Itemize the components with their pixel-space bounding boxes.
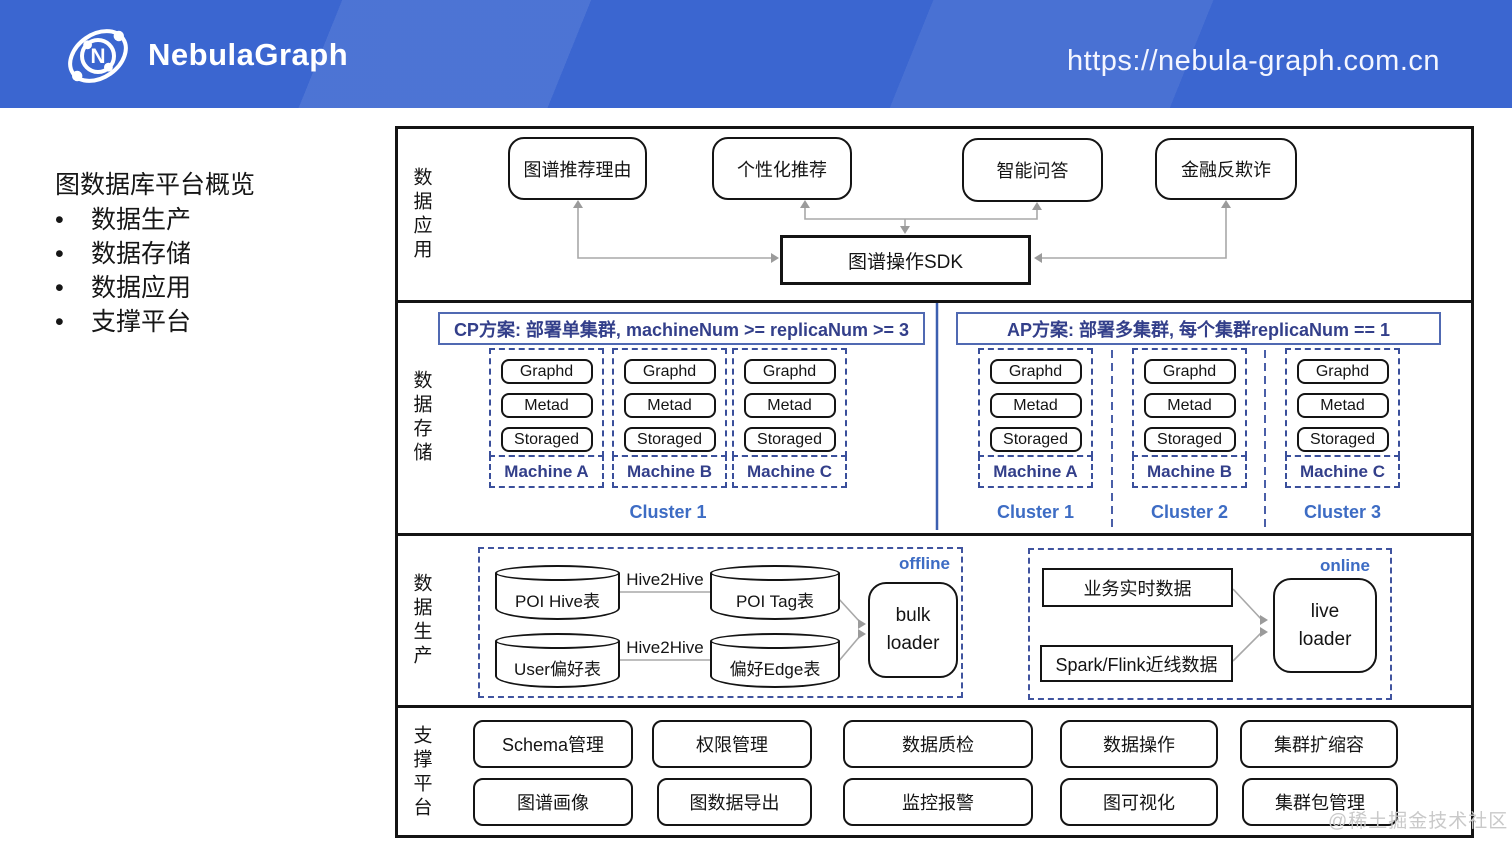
graphd-service: Graphd [743,359,836,384]
graph-operation-sdk-box: 图谱操作SDK [780,235,1031,285]
ap-machine-a: Graphd Metad Storaged Machine A [978,348,1093,489]
cp-scheme-title: CP方案: 部署单集群, machineNum >= replicaNum >=… [438,312,925,345]
poi-hive-table-cylinder: POI Hive表 [495,565,620,620]
section-divider [395,300,1474,303]
cylinder-label: User偏好表 [514,660,601,679]
offline-zone [478,547,963,698]
site-url: https://nebula-graph.com.cn [1067,45,1440,77]
hive2hive-label: Hive2Hive [626,638,704,657]
graphd-service: Graphd [989,359,1082,384]
ap-cluster-2-label: Cluster 2 [1150,501,1229,522]
storaged-service: Storaged [743,427,836,452]
service-stack: Graphd Metad Storaged [1132,348,1247,457]
list-item: 数据存储 [55,234,191,268]
storaged-service: Storaged [1296,427,1389,452]
app-box-smart-qa: 智能问答 [962,138,1103,202]
header-banner: N NebulaGraph https://nebula-graph.com.c… [0,0,1512,108]
storaged-service: Storaged [1143,427,1236,452]
section-divider [395,705,1474,708]
bulk-loader-box: bulk loader [868,582,958,678]
hive2hive-label: Hive2Hive [626,570,704,589]
platform-box-cluster-package-management: 集群包管理 [1242,778,1398,826]
platform-box-cluster-scaling: 集群扩缩容 [1240,720,1398,768]
section-label-support-platform: 支撑平台 [410,725,432,821]
page-title: 图数据库平台概览 [55,171,256,199]
offline-tag: offline [899,554,950,573]
section-label-data-production: 数据生产 [410,572,432,669]
graphd-service: Graphd [500,359,593,384]
cylinder-label: POI Hive表 [514,592,601,611]
diagram-frame [395,126,1474,838]
metad-service: Metad [623,393,716,418]
online-zone [1028,548,1392,700]
ap-machine-b: Graphd Metad Storaged Machine B [1132,348,1247,489]
app-box-graph-recommend-reason: 图谱推荐理由 [508,137,647,200]
platform-box-graph-visualization: 图可视化 [1060,778,1218,826]
service-stack: Graphd Metad Storaged [489,348,604,457]
live-loader-box: live loader [1273,578,1377,673]
machine-name: Machine C [1285,455,1400,488]
list-item: 支撑平台 [55,302,191,336]
graphd-service: Graphd [623,359,716,384]
ap-cluster-1-label: Cluster 1 [996,501,1075,522]
platform-box-graph-data-export: 图数据导出 [657,778,812,826]
platform-box-monitoring-alert: 监控报警 [843,778,1033,826]
preference-edge-table-cylinder: 偏好Edge表 [710,633,840,688]
graphd-service: Graphd [1143,359,1236,384]
section-label-data-storage: 数据存储 [410,370,432,466]
machine-name: Machine A [978,455,1093,488]
user-preference-table-cylinder: User偏好表 [495,633,620,688]
machine-name: Machine A [489,455,604,488]
graphd-service: Graphd [1296,359,1389,384]
realtime-business-data-box: 业务实时数据 [1042,568,1233,607]
poi-tag-table-cylinder: POI Tag表 [710,565,840,620]
metad-service: Metad [1143,393,1236,418]
service-stack: Graphd Metad Storaged [732,348,847,457]
section-label-data-application: 数据应用 [410,166,432,263]
nebulagraph-logo-icon: N [56,16,140,101]
metad-service: Metad [500,393,593,418]
storaged-service: Storaged [989,427,1082,452]
list-item: 数据生产 [55,200,191,234]
platform-box-data-quality-check: 数据质检 [843,720,1033,768]
spark-flink-nearline-data-box: Spark/Flink近线数据 [1040,645,1233,682]
service-stack: Graphd Metad Storaged [978,348,1093,457]
ap-scheme-title: AP方案: 部署多集群, 每个集群replicaNum == 1 [956,312,1441,345]
bullet-label: 数据存储 [91,240,192,268]
machine-name: Machine B [612,455,727,488]
cylinder-label: 偏好Edge表 [729,660,821,679]
app-box-personalized-recommend: 个性化推荐 [712,137,852,200]
storaged-service: Storaged [623,427,716,452]
service-stack: Graphd Metad Storaged [1285,348,1400,457]
metad-service: Metad [1296,393,1389,418]
machine-name: Machine B [1132,455,1247,488]
machine-name: Machine C [732,455,847,488]
platform-box-permission-management: 权限管理 [652,720,812,768]
cp-cluster-label: Cluster 1 [629,501,707,522]
watermark: @稀土掘金技术社区 [1328,811,1509,832]
list-item: 数据应用 [55,268,191,302]
cp-machine-c: Graphd Metad Storaged Machine C [732,348,847,489]
bullet-label: 数据生产 [91,206,192,234]
online-tag: online [1319,556,1370,575]
cylinder-label: POI Tag表 [735,592,815,611]
ap-cluster-3-label: Cluster 3 [1303,501,1382,522]
app-box-financial-antifraud: 金融反欺诈 [1155,138,1297,200]
cp-machine-a: Graphd Metad Storaged Machine A [489,348,604,489]
section-divider [395,533,1474,536]
platform-box-data-operation: 数据操作 [1060,720,1218,768]
service-stack: Graphd Metad Storaged [612,348,727,457]
platform-box-graph-portrait: 图谱画像 [473,778,633,826]
ap-machine-c: Graphd Metad Storaged Machine C [1285,348,1400,489]
metad-service: Metad [743,393,836,418]
svg-text:N: N [90,45,105,68]
platform-box-schema-management: Schema管理 [473,720,633,768]
bullet-label: 数据应用 [91,274,192,302]
brand-title: NebulaGraph [148,37,349,72]
bullet-label: 支撑平台 [91,308,192,336]
storaged-service: Storaged [500,427,593,452]
metad-service: Metad [989,393,1082,418]
intro-bullet-list: 数据生产 数据存储 数据应用 支撑平台 [55,200,191,336]
cp-machine-b: Graphd Metad Storaged Machine B [612,348,727,489]
